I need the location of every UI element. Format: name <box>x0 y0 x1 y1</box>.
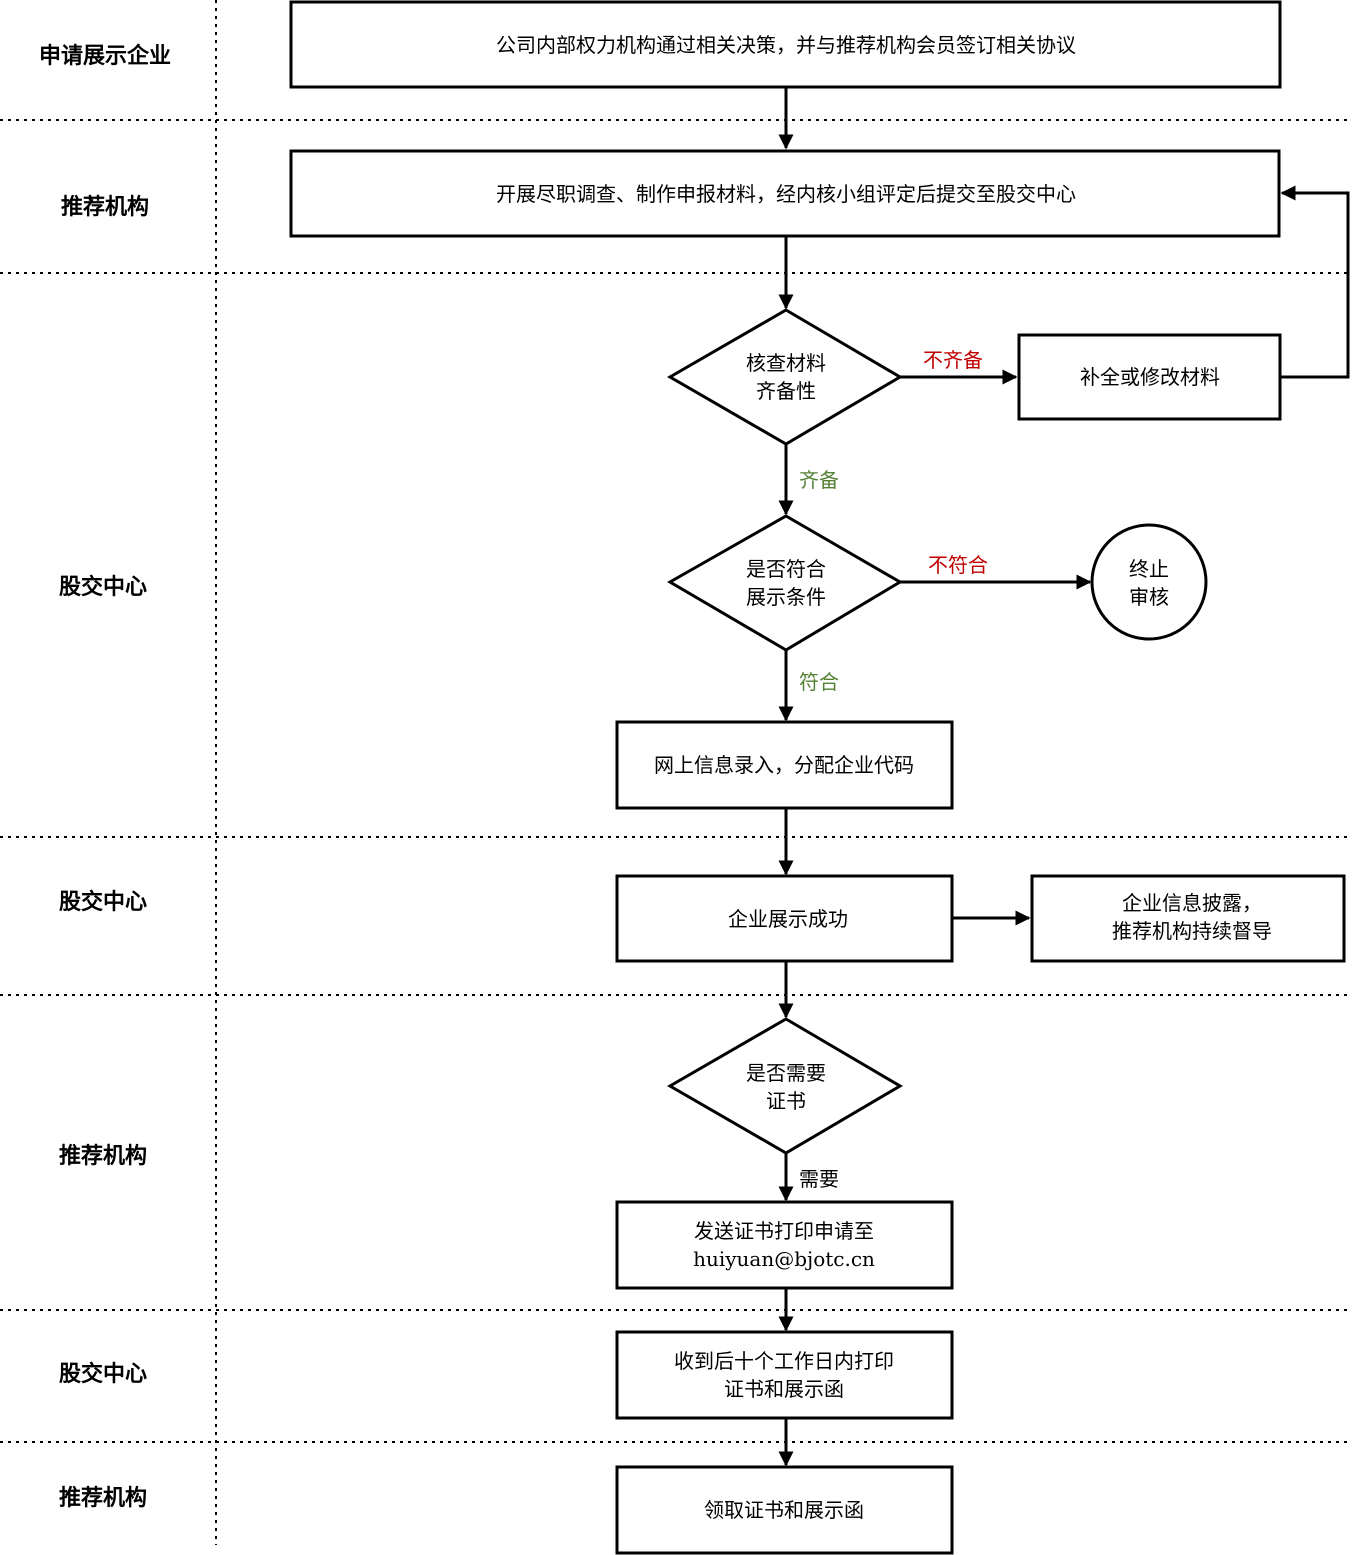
node-text-line: 齐备性 <box>756 379 816 403</box>
lane-label-exchange: 股交中心 <box>59 1361 147 1387</box>
node-text: 网上信息录入，分配企业代码 <box>654 753 914 777</box>
node-text: 企业信息披露， 推荐机构持续督导 <box>1112 891 1272 943</box>
node-text-line: huiyuan@bjotc.cn <box>693 1247 875 1271</box>
node-text: 收到后十个工作日内打印证书和展示函 <box>674 1349 894 1401</box>
node-text: 补全或修改材料 <box>1080 365 1220 389</box>
decision-meets-conditions: 是否符合展示条件 <box>667 514 903 652</box>
edge-label-complete: 齐备 <box>799 468 839 492</box>
node-text: 核查材料齐备性 <box>746 351 826 403</box>
decision-need-certificate: 是否需要证书 <box>667 1017 903 1155</box>
node-text-line: 证书和展示函 <box>724 1377 844 1401</box>
lane-label-sponsor: 推荐机构 <box>61 194 149 220</box>
terminal-stop-review: 终止审核 <box>1090 523 1208 641</box>
node-text: 公司内部权力机构通过相关决策，并与推荐机构会员签订相关协议 <box>496 33 1076 57</box>
node-text-line: 补全或修改材料 <box>1080 365 1220 389</box>
node-text-line: 收到后十个工作日内打印 <box>674 1349 894 1373</box>
node-text-line: 审核 <box>1129 585 1169 609</box>
edge-label-match: 符合 <box>799 670 839 694</box>
node-text-line: 公司内部权力机构通过相关决策，并与推荐机构会员签订相关协议 <box>496 33 1076 57</box>
process-box-disclosure-supervision: 企业信息披露， 推荐机构持续督导 <box>1030 874 1346 963</box>
lane-label-sponsor: 推荐机构 <box>59 1485 147 1511</box>
edge-label-need: 需要 <box>799 1167 839 1191</box>
process-box-board-resolution: 公司内部权力机构通过相关决策，并与推荐机构会员签订相关协议 <box>289 0 1282 89</box>
process-box-display-success: 企业展示成功 <box>615 874 954 963</box>
lane-label-exchange: 股交中心 <box>59 574 147 600</box>
node-text-line: 终止 <box>1129 557 1169 581</box>
node-text-line: 开展尽职调查、制作申报材料，经内核小组评定后提交至股交中心 <box>496 182 1076 206</box>
node-text-line: 展示条件 <box>746 585 826 609</box>
node-text: 是否符合展示条件 <box>746 557 826 609</box>
node-text-line: 是否符合 <box>746 557 826 581</box>
process-box-due-diligence: 开展尽职调查、制作申报材料，经内核小组评定后提交至股交中心 <box>289 149 1281 238</box>
process-box-supplement-materials: 补全或修改材料 <box>1017 333 1282 421</box>
node-text-line: 核查材料 <box>746 351 826 375</box>
node-text-line: 推荐机构持续督导 <box>1112 919 1272 943</box>
node-text: 企业展示成功 <box>728 907 848 931</box>
process-box-print-certificate: 收到后十个工作日内打印证书和展示函 <box>615 1330 954 1420</box>
node-text-line: 证书 <box>766 1089 806 1113</box>
process-box-collect-certificate: 领取证书和展示函 <box>615 1465 954 1555</box>
node-text-line: 发送证书打印申请至 <box>694 1219 874 1243</box>
node-text: 是否需要证书 <box>746 1061 826 1113</box>
lane-label-applicant: 申请展示企业 <box>39 43 171 69</box>
node-text: 终止审核 <box>1129 557 1169 609</box>
node-text-line: 企业展示成功 <box>728 907 848 931</box>
node-text-line: 企业信息披露， <box>1122 891 1262 915</box>
lane-label-sponsor: 推荐机构 <box>59 1143 147 1169</box>
edge-label-incomplete: 不齐备 <box>923 348 983 372</box>
node-text-line: 网上信息录入，分配企业代码 <box>654 753 914 777</box>
edge-n3-n2-loop <box>1280 185 1350 379</box>
node-text-line: 是否需要 <box>746 1061 826 1085</box>
node-text: 领取证书和展示函 <box>704 1498 864 1522</box>
node-text: 开展尽职调查、制作申报材料，经内核小组评定后提交至股交中心 <box>496 182 1076 206</box>
decision-check-completeness: 核查材料齐备性 <box>667 308 903 446</box>
process-box-online-entry: 网上信息录入，分配企业代码 <box>615 720 954 810</box>
edge-label-not-match: 不符合 <box>928 553 988 577</box>
node-text-line: 领取证书和展示函 <box>704 1498 864 1522</box>
node-text: 发送证书打印申请至 huiyuan@bjotc.cn <box>693 1219 875 1271</box>
process-box-send-print-request: 发送证书打印申请至 huiyuan@bjotc.cn <box>615 1200 954 1290</box>
lane-label-exchange: 股交中心 <box>59 889 147 915</box>
